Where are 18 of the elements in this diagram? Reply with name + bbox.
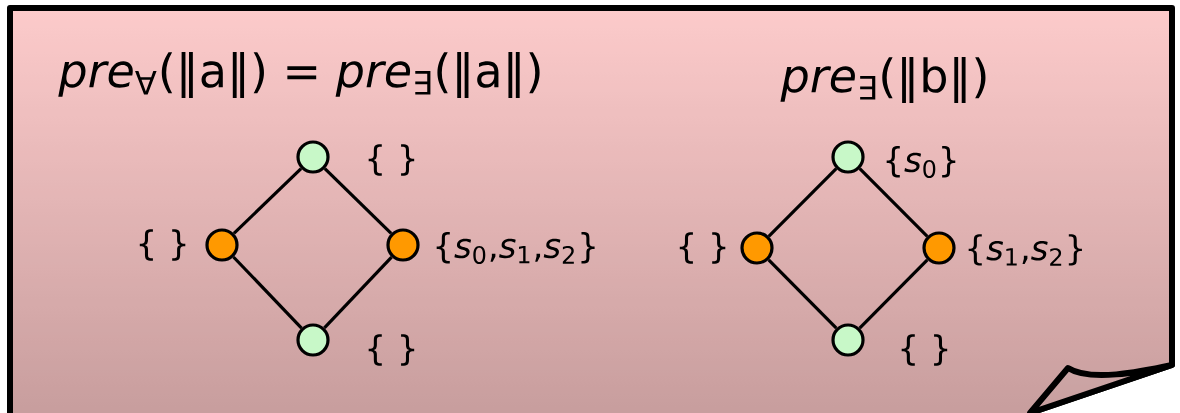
set-label: {s$_{0}$} [886,146,956,178]
formula-heading: pre$_{∃}$(‖b‖) [780,57,986,103]
edge-line [858,167,929,238]
edge-line [858,258,929,330]
edge-line [323,167,393,235]
set-label: { } [368,144,415,176]
formula-heading: pre$_{∀}$(‖a‖) = pre$_{∃}$(‖a‖) [58,52,540,98]
edge-line [767,167,838,238]
edge-line [767,258,838,330]
set-label: { } [901,334,948,366]
edge-line [232,255,303,330]
set-label: {s$_{0}$,s$_{1}$,s$_{2}$} [436,232,595,264]
set-label: { } [679,232,726,264]
set-label: {s$_{1}$,s$_{2}$} [968,234,1082,266]
edge-line [232,167,303,235]
edge-line [323,255,393,330]
set-label: { } [368,334,415,366]
set-label: { } [139,229,186,261]
